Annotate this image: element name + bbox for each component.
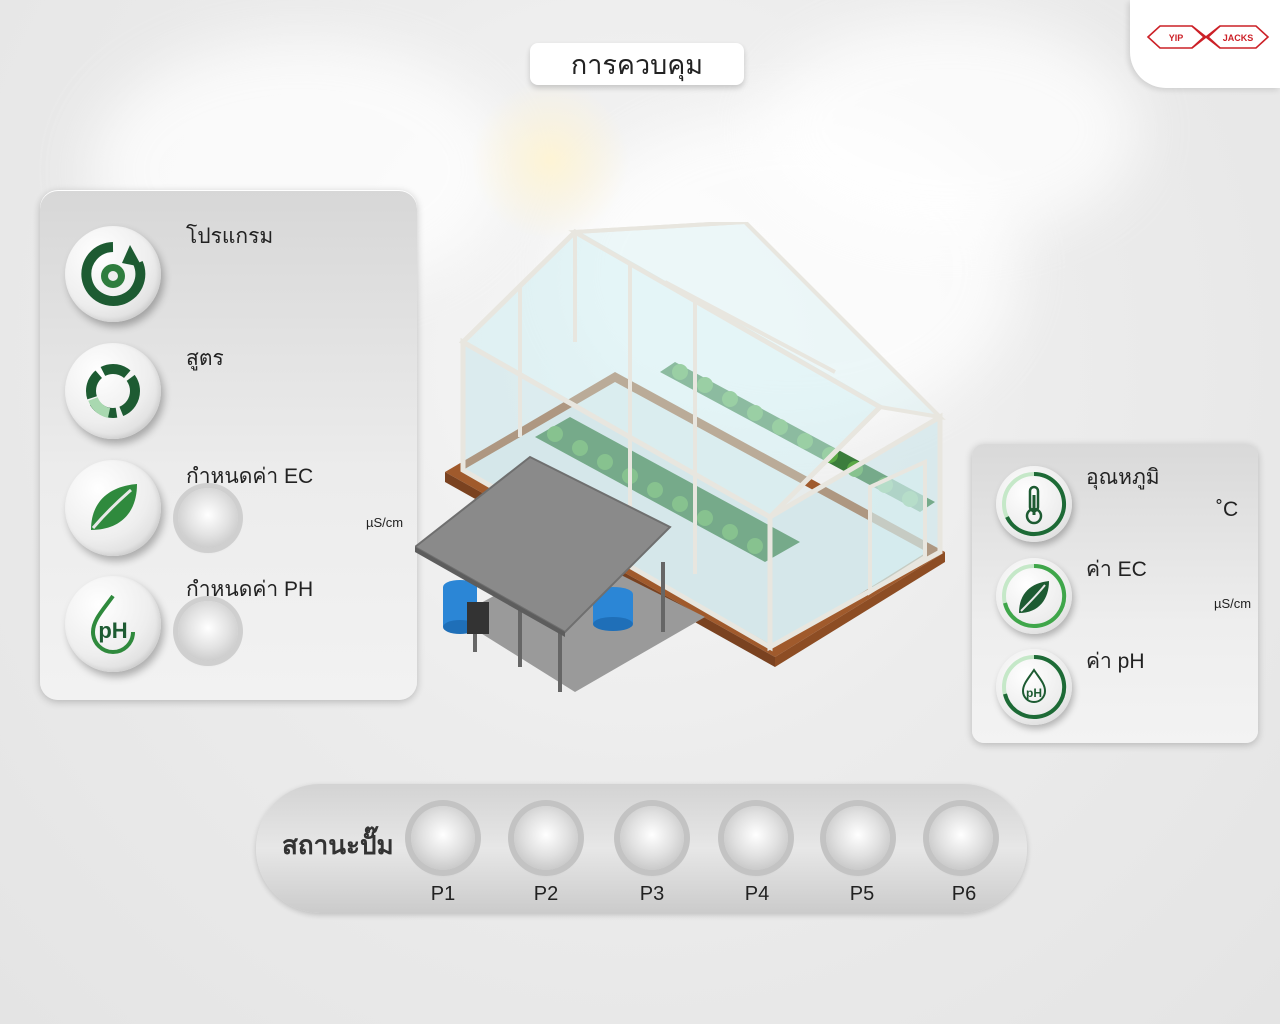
set-ph-label: กำหนดค่า PH <box>186 578 314 601</box>
sun-glow <box>470 80 630 240</box>
pump-label-p5: P5 <box>849 883 875 905</box>
ec-label: ค่า EC <box>1086 558 1147 581</box>
temperature-label: อุณหภูมิ <box>1086 466 1160 489</box>
pump-shed <box>415 455 705 692</box>
set-ph-indicator[interactable] <box>178 601 238 661</box>
ph-sensor: pH <box>996 649 1072 725</box>
ec-unit: µS/cm <box>1214 596 1252 611</box>
pump-label-p6: P6 <box>951 883 977 905</box>
svg-text:pH: pH <box>98 618 127 643</box>
ph-label: ค่า pH <box>1086 650 1145 673</box>
greenhouse-illustration <box>415 222 946 692</box>
pump-indicator-p6[interactable] <box>929 806 993 870</box>
brand-logo: YIP JACKS <box>1130 0 1280 88</box>
set-ph-button[interactable]: pH <box>65 576 161 672</box>
svg-text:YIP: YIP <box>1169 33 1184 43</box>
pump-status-label: สถานะปั๊ม <box>282 830 394 860</box>
leaf-icon <box>1002 563 1067 628</box>
svg-text:pH: pH <box>1026 686 1042 700</box>
set-ec-indicator[interactable] <box>178 488 238 548</box>
page-title: การควบคุม <box>530 43 744 85</box>
pump-indicator-p5[interactable] <box>826 806 890 870</box>
program-button[interactable] <box>65 226 161 322</box>
svg-text:JACKS: JACKS <box>1223 33 1254 43</box>
leaf-icon <box>91 484 137 530</box>
pump-indicator-p3[interactable] <box>620 806 684 870</box>
pump-indicator-p4[interactable] <box>724 806 788 870</box>
background-cloud <box>760 20 1140 240</box>
thermometer-icon <box>1002 472 1067 536</box>
ec-sensor <box>996 558 1072 634</box>
yipjacks-logo: YIP JACKS <box>1146 25 1270 49</box>
pump-label-p3: P3 <box>639 883 665 905</box>
set-ec-unit: µS/cm <box>366 515 404 530</box>
temperature-unit: ˚C <box>1216 498 1239 521</box>
program-icon <box>81 242 146 306</box>
formula-button[interactable] <box>65 343 161 439</box>
temperature-sensor <box>996 466 1072 542</box>
pump-label-p2: P2 <box>533 883 559 905</box>
ph-icon: pH <box>1002 654 1067 719</box>
pump-indicator-p2[interactable] <box>514 806 578 870</box>
program-label: โปรแกรม <box>186 225 274 248</box>
formula-icon <box>86 364 140 418</box>
set-ec-label: กำหนดค่า EC <box>186 465 314 488</box>
pump-label-p1: P1 <box>430 883 456 905</box>
pump-indicator-p1[interactable] <box>411 806 475 870</box>
formula-label: สูตร <box>186 347 224 370</box>
set-ec-button[interactable] <box>65 460 161 556</box>
pump-label-p4: P4 <box>744 883 770 905</box>
ph-icon: pH <box>90 594 135 654</box>
